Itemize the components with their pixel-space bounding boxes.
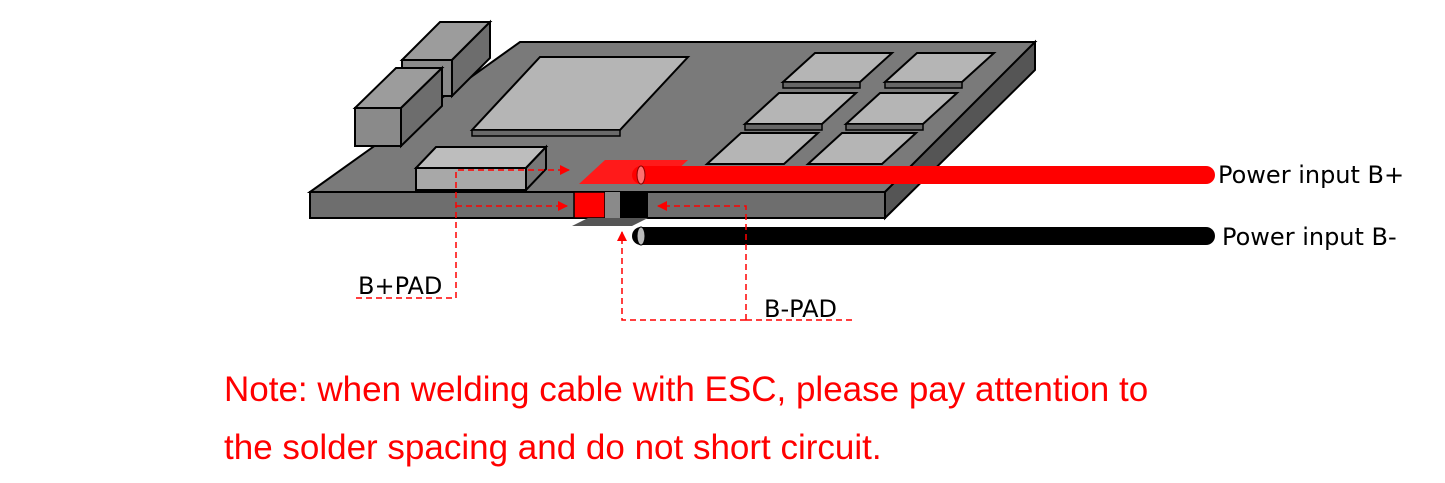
mosfet-array bbox=[704, 52, 997, 165]
b-plus-pad bbox=[573, 191, 606, 219]
power-input-positive-label: Power input B+ bbox=[1218, 161, 1404, 189]
mosfet bbox=[704, 132, 821, 165]
mosfet bbox=[843, 92, 960, 131]
connector-block-front bbox=[352, 65, 445, 149]
mosfet bbox=[780, 52, 895, 89]
b-plus-leader bbox=[356, 165, 570, 299]
negative-wire bbox=[632, 226, 1215, 246]
b-minus-pad bbox=[620, 192, 648, 218]
mosfet bbox=[882, 52, 997, 89]
b-minus-pad-shadow bbox=[572, 218, 648, 226]
large-chip bbox=[469, 56, 691, 137]
power-input-negative-label: Power input B- bbox=[1222, 223, 1397, 251]
b-plus-pad-label: B+PAD bbox=[358, 272, 442, 300]
pad-gap bbox=[605, 192, 620, 218]
mosfet bbox=[742, 92, 859, 131]
positive-wire bbox=[632, 165, 1215, 185]
capacitor-block bbox=[413, 144, 549, 193]
note-line-2: the solder spacing and do not short circ… bbox=[224, 428, 882, 467]
b-minus-pad-label: B-PAD bbox=[764, 295, 837, 323]
note-line-1: Note: when welding cable with ESC, pleas… bbox=[224, 370, 1149, 409]
mosfet bbox=[805, 132, 919, 165]
b-minus-leader bbox=[617, 201, 854, 321]
